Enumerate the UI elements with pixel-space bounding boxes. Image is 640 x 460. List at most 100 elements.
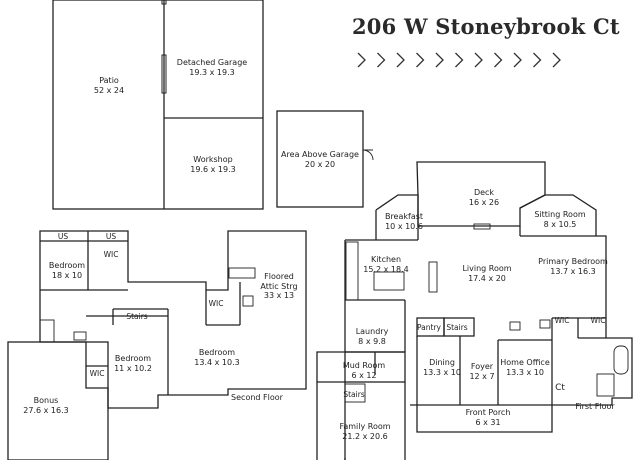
room-name: Bedroom xyxy=(114,354,152,363)
room-dims: 21.2 x 20.6 xyxy=(342,431,388,441)
room-dims: 10 x 10.6 xyxy=(385,221,423,231)
chevron-mark xyxy=(416,52,425,68)
room-label-bedroom-3: Bedroom 13.4 x 10.3 xyxy=(194,348,239,367)
kitchen-island xyxy=(373,271,405,291)
room-dims: 15.2 x 18.4 xyxy=(363,264,409,274)
room-name: Patio xyxy=(99,76,119,85)
us-label: US xyxy=(57,232,69,241)
room-label-bedroom-2: Bedroom 11 x 10.2 xyxy=(114,354,152,373)
outbuilding-wall xyxy=(52,0,264,210)
room-dims: 33 x 13 xyxy=(263,291,295,300)
primary-tub xyxy=(613,345,629,375)
room-dims: 17.4 x 20 xyxy=(468,273,506,283)
kitchen-counter xyxy=(345,241,359,301)
ct-label: Ct xyxy=(555,383,565,393)
upper-sink xyxy=(73,331,87,341)
room-dims: 13.3 x 10 xyxy=(506,367,544,377)
room-label-deck: Deck 16 x 26 xyxy=(469,188,499,207)
room-label-bedroom-1: Bedroom 18 x 10 xyxy=(49,261,85,280)
chevron-mark xyxy=(494,52,503,68)
garage-top-window xyxy=(161,0,167,5)
room-dims: 12 x 7 xyxy=(469,371,495,381)
room-label-detached-garage: Detached Garage 19.3 x 19.3 xyxy=(177,58,247,77)
room-dims: 20 x 20 xyxy=(304,159,336,169)
stairs-label: Stairs xyxy=(126,312,148,321)
room-label-living-room: Living Room 17.4 x 20 xyxy=(462,264,511,283)
room-dims: 18 x 10 xyxy=(51,270,83,280)
chevron-mark xyxy=(533,52,542,68)
room-dims: 19.3 x 19.3 xyxy=(189,67,235,77)
room-name: Breakfast xyxy=(384,212,424,221)
room-name: Floored xyxy=(264,272,294,281)
room-name: Bedroom xyxy=(198,348,236,357)
sitting-room-bay-wall xyxy=(519,194,597,236)
room-name: Family Room xyxy=(339,422,391,431)
mud-room-wall xyxy=(344,351,406,383)
room-name: Home Office xyxy=(500,358,550,367)
chevron-mark xyxy=(455,52,464,68)
room-name: Deck xyxy=(473,188,495,197)
chevron-mark xyxy=(396,52,405,68)
wic-label: WIC xyxy=(590,316,606,325)
room-label-laundry: Laundry 8 x 9.8 xyxy=(356,327,389,346)
room-dims: 8 x 10.5 xyxy=(543,219,577,229)
room-label-breakfast: Breakfast 10 x 10.6 xyxy=(385,212,423,231)
primary-shower xyxy=(596,373,615,397)
wic-label: WIC xyxy=(89,369,105,378)
upper-shower xyxy=(39,319,55,343)
property-address-title: 206 W Stoneybrook Ct xyxy=(352,14,620,39)
room-dims: 6 x 31 xyxy=(475,417,501,427)
primary-sink xyxy=(539,319,551,329)
room-dims: 19.6 x 19.3 xyxy=(190,164,236,174)
us-label: US xyxy=(105,232,117,241)
room-dims: 27.6 x 16.3 xyxy=(23,405,69,415)
wic-label: WIC xyxy=(103,250,119,259)
stairs-label: Stairs xyxy=(343,390,365,399)
stairs-first-wall xyxy=(443,317,475,337)
room-label-sitting-room: Sitting Room 8 x 10.5 xyxy=(534,210,585,229)
floor-label-first: First Floor xyxy=(575,402,615,411)
room-name: Mud Room xyxy=(342,361,386,370)
room-dims: 16 x 26 xyxy=(468,197,500,207)
room-name: Dining xyxy=(429,358,455,367)
room-dims: 8 x 9.8 xyxy=(358,336,386,346)
living-fireplace xyxy=(428,261,438,293)
room-name: Detached Garage xyxy=(176,58,248,67)
room-name: Laundry xyxy=(355,327,389,336)
room-name: Primary Bedroom xyxy=(538,257,608,266)
room-label-workshop: Workshop 19.6 x 19.3 xyxy=(190,155,235,174)
room-name: Bedroom xyxy=(48,261,86,270)
room-name: Living Room xyxy=(462,264,512,273)
room-name: Sitting Room xyxy=(534,210,586,219)
room-name: Bonus xyxy=(33,396,59,405)
garage-door-window xyxy=(161,54,167,94)
room-label-foyer: Foyer 12 x 7 xyxy=(469,362,494,381)
deck-door xyxy=(473,223,491,230)
room-label-bonus: Bonus 27.6 x 16.3 xyxy=(23,396,68,415)
stairs-label: Stairs xyxy=(446,323,468,332)
room-label-area-above-garage: Area Above Garage 20 x 20 xyxy=(281,150,359,169)
area-above-garage-wall xyxy=(276,110,364,208)
second-floor-wall xyxy=(39,230,307,409)
first-floor-wall xyxy=(316,235,633,460)
room-dims: 11 x 10.2 xyxy=(114,363,152,373)
room-label-home-office: Home Office 13.3 x 10 xyxy=(500,358,550,377)
room-label-dining: Dining 13.3 x 10 xyxy=(423,358,461,377)
bonus-room-wall xyxy=(7,341,109,460)
floor-label-second: Second Floor xyxy=(231,393,283,402)
chevron-mark xyxy=(513,52,522,68)
room-name: Area Above Garage xyxy=(281,150,359,159)
room-name-line2: Attic Strg xyxy=(260,281,298,291)
pantry-label: Pantry xyxy=(417,323,441,332)
room-dims: 52 x 24 xyxy=(93,85,125,95)
room-label-patio: Patio 52 x 24 xyxy=(94,76,124,95)
room-dims: 13.7 x 16.3 xyxy=(550,266,596,276)
room-label-floored-attic: Floored Attic Strg 33 x 13 xyxy=(260,272,297,301)
powder-sink xyxy=(509,321,521,331)
room-name: Front Porch xyxy=(465,408,511,417)
room-label-front-porch: Front Porch 6 x 31 xyxy=(466,408,511,427)
room-name: Workshop xyxy=(193,155,233,164)
breakfast-bay-wall xyxy=(375,194,419,240)
room-dims: 6 x 12 xyxy=(351,370,377,380)
chevron-mark xyxy=(357,52,366,68)
